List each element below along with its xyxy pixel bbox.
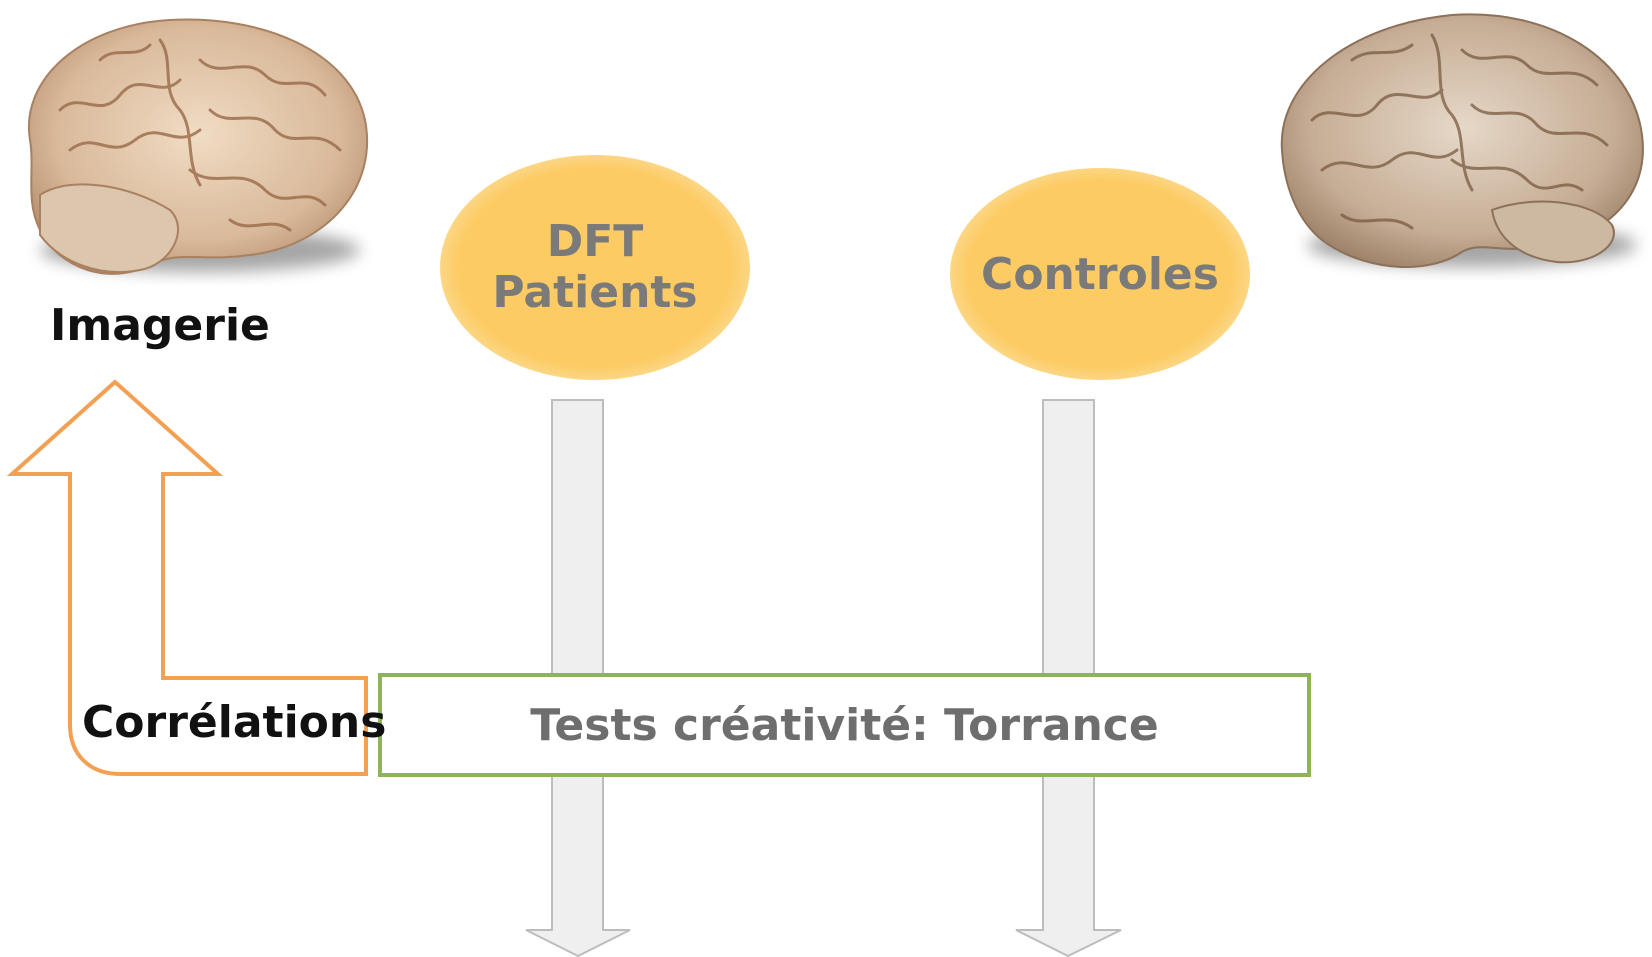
patients-group: DFT Patients (440, 155, 750, 380)
left-brain-icon (27, 18, 369, 275)
controls-label: Controles (981, 248, 1219, 300)
creativity-tests-box: Tests créativité: Torrance (378, 673, 1311, 777)
creativity-tests-label: Tests créativité: Torrance (530, 699, 1159, 751)
patients-line2: Patients (492, 266, 698, 318)
right-brain-icon (1280, 13, 1644, 268)
patients-line1: DFT (546, 215, 644, 267)
correlations-label: Corrélations (82, 697, 387, 748)
controls-group: Controles (950, 168, 1250, 380)
up-arrow-icon (6, 379, 368, 776)
imaging-label: Imagerie (50, 300, 270, 351)
